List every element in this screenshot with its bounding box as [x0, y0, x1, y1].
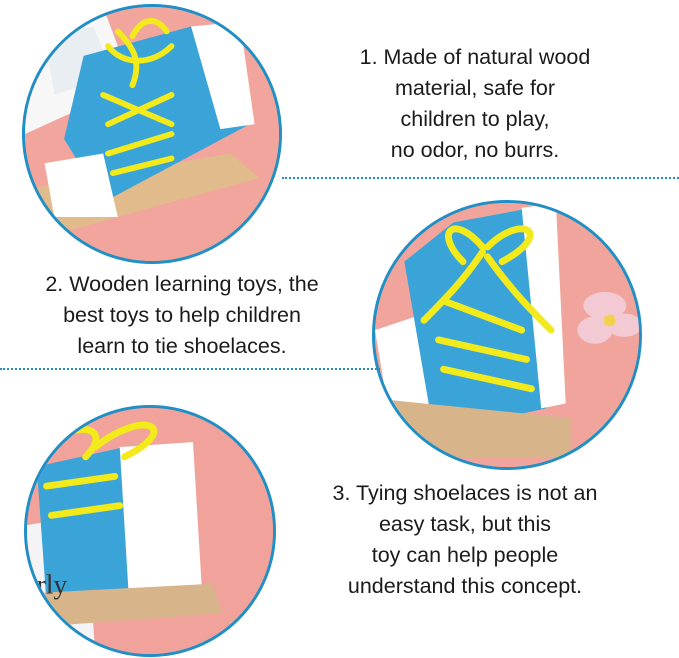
divider-middle [0, 368, 380, 370]
shoe-bow-photo [375, 203, 639, 467]
feature-2-text: 2. Wooden learning toys, the best toys t… [6, 269, 358, 362]
feature-1-line: material, safe for [394, 76, 556, 100]
feature-1-line: 1. Made of natural wood [359, 45, 591, 69]
photo-circle-3: rly [24, 405, 276, 657]
feature-3-text: 3. Tying shoelaces is not an easy task, … [300, 478, 630, 602]
book-letters: rly [37, 569, 68, 599]
shoe-side-photo [25, 7, 279, 261]
photo-circle-1 [22, 4, 282, 264]
photo-circle-2 [372, 200, 642, 470]
feature-3-line: understand this concept. [347, 574, 583, 598]
feature-2-line: learn to tie shoelaces. [77, 334, 287, 358]
feature-3-line: 3. Tying shoelaces is not an [332, 481, 598, 505]
shoe-back-photo: rly [27, 408, 273, 654]
feature-3-line: toy can help people [371, 543, 559, 567]
feature-1-text: 1. Made of natural wood material, safe f… [325, 42, 625, 166]
divider-top [282, 177, 679, 179]
feature-1-line: no odor, no burrs. [390, 138, 560, 162]
feature-2-line: best toys to help children [63, 303, 301, 327]
feature-1-line: children to play, [400, 107, 550, 131]
feature-3-line: easy task, but this [378, 512, 552, 536]
feature-2-line: 2. Wooden learning toys, the [45, 272, 319, 296]
